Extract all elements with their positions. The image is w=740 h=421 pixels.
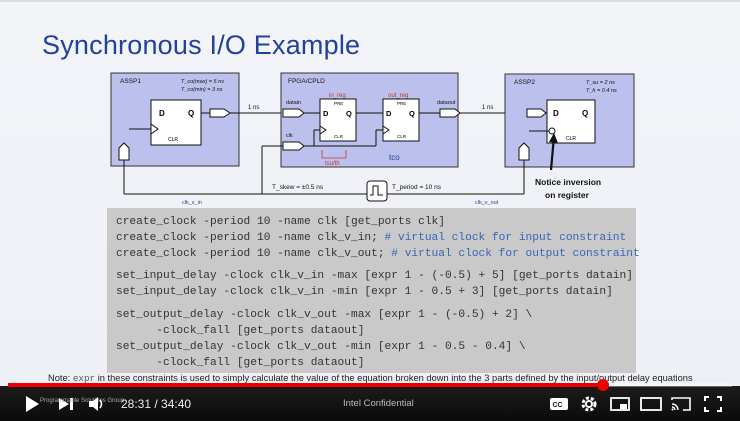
cast-icon[interactable]: [671, 396, 691, 412]
fpga-label: FPGA/CPLD: [288, 78, 325, 85]
code-line: set_output_delay -clock clk_v_out -max […: [116, 309, 533, 321]
svg-text:D: D: [553, 109, 559, 118]
datain-label: datain: [286, 100, 301, 106]
code-line: -clock_fall [get_ports dataout]: [116, 357, 365, 369]
watermark-text: Intel Confidential: [343, 398, 414, 409]
svg-text:Q: Q: [188, 109, 194, 118]
svg-text:Q: Q: [409, 109, 415, 118]
chapter-title: Programmable Solutions Group: [40, 398, 125, 404]
callout-line2: on register: [545, 190, 590, 200]
tperiod-label: T_period = 10 ns: [392, 184, 442, 191]
svg-text:CLR: CLR: [566, 136, 576, 142]
delay-right-label: 1 ns: [482, 105, 493, 111]
svg-text:CLR: CLR: [168, 137, 178, 143]
in-reg-label: in_reg: [329, 93, 346, 99]
scrubber-handle[interactable]: [597, 379, 610, 391]
code-line: create_clock -period 10 -name clk_v_in; …: [116, 232, 627, 244]
svg-text:CC: CC: [553, 402, 563, 409]
fullscreen-icon[interactable]: [704, 396, 722, 412]
player-controls: [0, 386, 740, 421]
assp2-label: ASSP2: [514, 79, 535, 86]
out-reg-label: out_reg: [388, 93, 408, 99]
slide-note: Note: expr in these constraints is used …: [48, 373, 693, 384]
svg-text:Q: Q: [582, 109, 588, 118]
svg-text:Q: Q: [346, 109, 352, 118]
code-line: create_clock -period 10 -name clk_v_out;…: [116, 248, 640, 260]
assp1-flipflop: [150, 99, 202, 146]
delay-left-label: 1 ns: [248, 105, 259, 111]
slide: Synchronous I/O Example ASSP1 T_co(max) …: [0, 0, 740, 386]
code-line: -clock_fall [get_ports dataout]: [116, 325, 365, 337]
cc-icon[interactable]: CC: [549, 396, 569, 412]
clk-label: clk: [286, 133, 293, 139]
in-reg-flipflop: [319, 98, 357, 142]
miniplayer-icon[interactable]: [610, 396, 630, 412]
sdc-code-box: [107, 208, 636, 373]
dataout-label: dataout: [437, 100, 456, 106]
assp1-tco-min: T_co(min) = 3 ns: [181, 87, 223, 93]
tco-label: tco: [389, 153, 400, 162]
svg-text:PRE: PRE: [397, 101, 406, 106]
theater-icon[interactable]: [640, 397, 662, 411]
volume-icon[interactable]: [88, 396, 106, 412]
assp1-tco-max: T_co(max) = 5 ns: [181, 79, 224, 85]
time-display: 28:31 / 34:40: [121, 397, 192, 411]
next-icon[interactable]: [58, 396, 74, 412]
clk-v-in-label: clk_v_in: [182, 200, 202, 206]
assp1-label: ASSP1: [120, 78, 141, 85]
out-reg-flipflop: [382, 98, 420, 142]
svg-text:D: D: [159, 109, 165, 118]
play-icon[interactable]: [24, 395, 40, 413]
callout-line1: Notice inversion: [535, 177, 601, 187]
svg-text:CLR: CLR: [334, 134, 344, 139]
slide-title: Synchronous I/O Example: [42, 30, 361, 60]
code-line: set_input_delay -clock clk_v_in -min [ex…: [116, 286, 613, 298]
code-line: create_clock -period 10 -name clk [get_p…: [116, 216, 445, 228]
svg-text:PRE: PRE: [334, 101, 343, 106]
fpga-block: [280, 72, 459, 168]
code-line: set_output_delay -clock clk_v_out -min […: [116, 341, 526, 353]
inversion-bubble: [548, 127, 556, 135]
io-diagram: ASSP1 T_co(max) = 5 ns T_co(min) = 3 ns …: [110, 72, 635, 206]
clk-v-out-label: clk_v_out: [475, 200, 499, 206]
slide-top-border: [0, 0, 740, 2]
settings-icon[interactable]: [580, 395, 598, 413]
svg-text:D: D: [323, 109, 329, 118]
progress-played: [8, 383, 604, 387]
tskew-label: T_skew = ±0.5 ns: [272, 184, 324, 191]
assp2-th: T_h = 0.4 ns: [586, 88, 617, 94]
svg-text:D: D: [386, 109, 392, 118]
assp2-tsu: T_su = 2 ns: [586, 80, 615, 86]
clock-source: [366, 180, 388, 202]
progress-bar[interactable]: [8, 383, 732, 387]
tsu-th-label: tsu/th: [325, 161, 340, 167]
code-line: set_input_delay -clock clk_v_in -max [ex…: [116, 270, 633, 282]
svg-text:CLR: CLR: [397, 134, 407, 139]
